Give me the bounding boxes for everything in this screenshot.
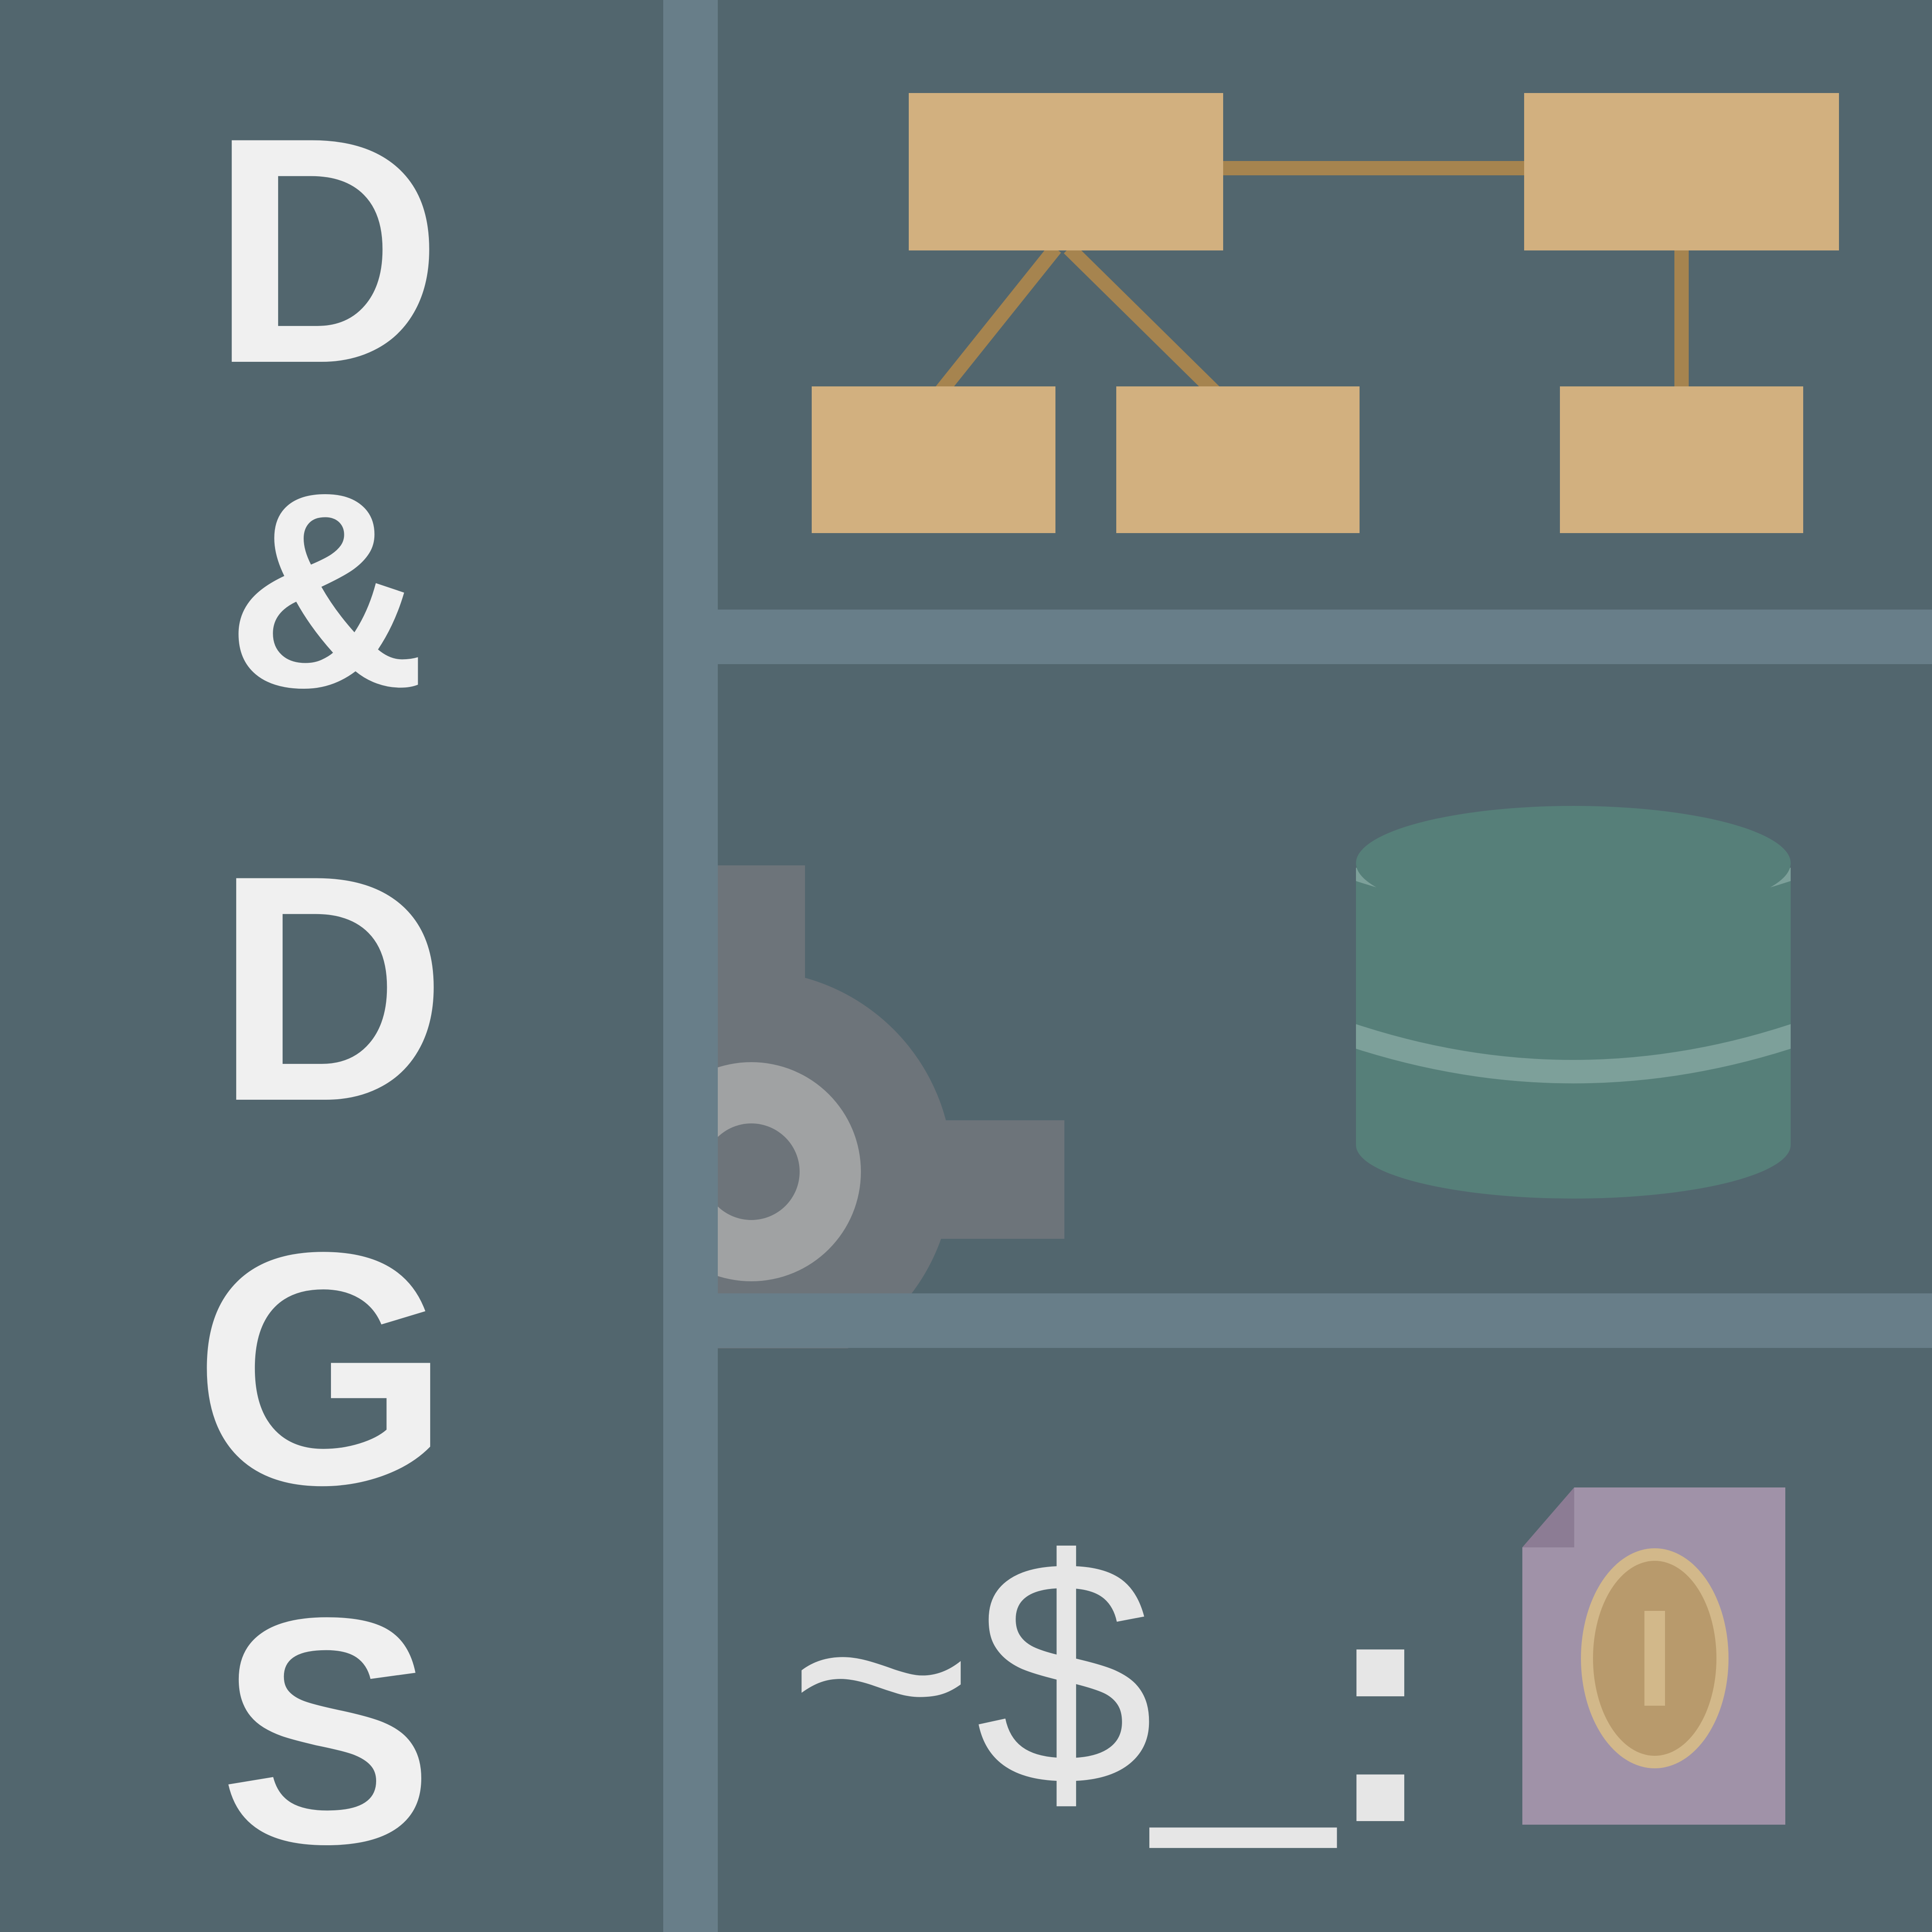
title-letter-g: G xyxy=(193,1183,451,1553)
terminal-colon: : xyxy=(1324,1514,1437,1894)
document-fold xyxy=(1522,1487,1574,1547)
terminal-prompt: ~$_ xyxy=(787,1492,1334,1852)
coin-document-icon xyxy=(1522,1487,1785,1825)
tree-child-box-2 xyxy=(1116,386,1360,533)
tree-root-box-left xyxy=(909,93,1223,250)
tree-root-box-right xyxy=(1524,93,1839,250)
shelf-vertical-post xyxy=(663,0,718,1932)
shelf-frame xyxy=(663,0,1932,1932)
tree-child-box-3 xyxy=(1560,386,1803,533)
shelf-upper-board xyxy=(663,610,1932,664)
title-letter-d: D xyxy=(210,70,443,430)
tree-child-box-1 xyxy=(812,386,1055,533)
tree-diagram-icon xyxy=(812,93,1839,533)
title-letter-d-second: D xyxy=(215,808,447,1168)
shelf-lower-board xyxy=(663,1293,1932,1348)
gear-icon xyxy=(718,865,1064,1348)
title-letter-s: S xyxy=(219,1551,434,1911)
database-icon xyxy=(1356,806,1791,1199)
title-letter-ampersand: & xyxy=(226,436,427,745)
coin-slot-mark xyxy=(1644,1611,1665,1706)
